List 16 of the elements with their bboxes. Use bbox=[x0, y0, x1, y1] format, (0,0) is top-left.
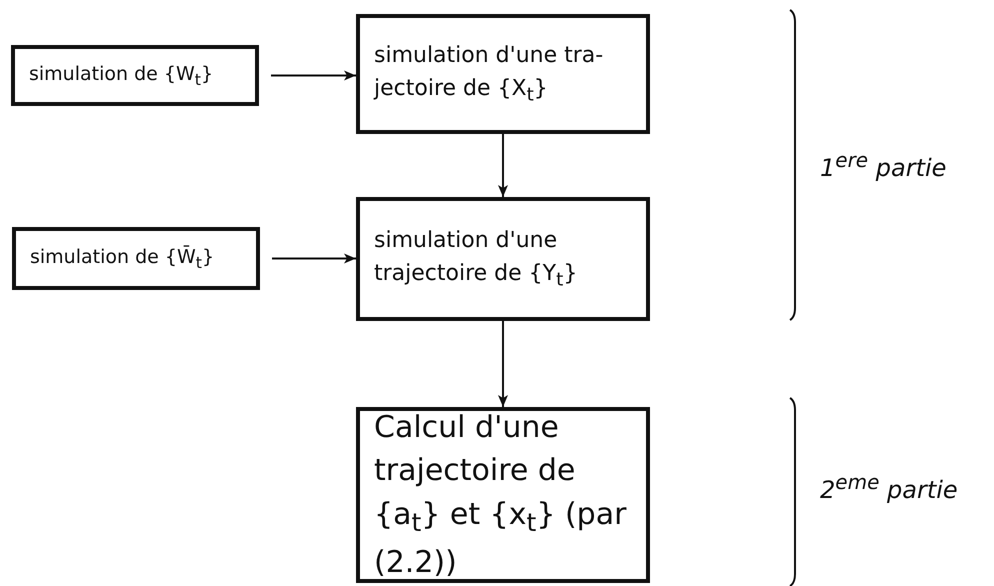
box-text: simulation d'une tra- jectoire de {X$_{t}$} bbox=[374, 42, 604, 108]
process-box bbox=[356, 407, 650, 583]
arrow bbox=[498, 134, 508, 197]
arrow bbox=[498, 321, 508, 407]
arrow bbox=[271, 70, 356, 80]
box-text: simulation d'une trajectoire de {Y$_{t}$} bbox=[374, 227, 578, 292]
section-label: 1$^{ere}$ partie bbox=[820, 148, 946, 182]
process-box bbox=[356, 197, 650, 321]
box-text: simulation de {W̄$_{t}$} bbox=[30, 244, 214, 274]
box-text: simulation de {W$_{t}$} bbox=[29, 62, 214, 91]
process-box bbox=[11, 45, 259, 106]
process-box bbox=[356, 14, 650, 134]
arrow bbox=[272, 254, 356, 264]
section-label: 2$^{eme}$ partie bbox=[820, 470, 958, 504]
process-box bbox=[12, 227, 260, 290]
box-text: Calcul d'une trajectoire de {a$_{t}$} et {x$_{t}$} (par (2.2)) bbox=[374, 408, 628, 582]
